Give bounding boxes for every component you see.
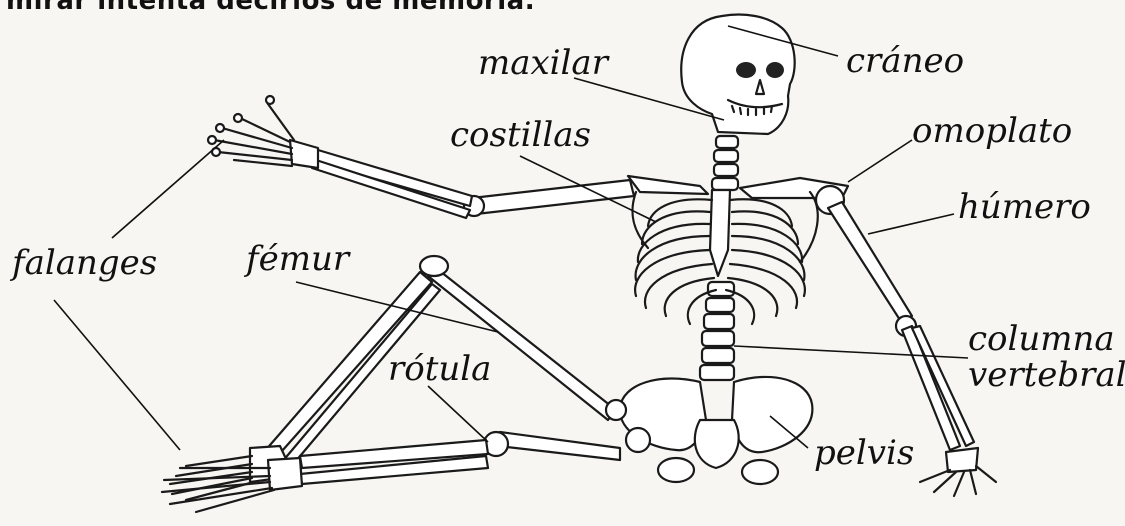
label-omoplato: omoplato: [912, 114, 1072, 148]
label-pelvis: pelvis: [814, 436, 914, 470]
label-costillas: costillas: [450, 118, 591, 152]
label-columna-line1: columna: [968, 322, 1125, 358]
label-maxilar: maxilar: [478, 46, 608, 80]
label-columna-vertebral: columna vertebral: [968, 322, 1125, 393]
pelvis-bones: [620, 377, 812, 484]
extended-leg: [162, 432, 620, 512]
skull: [681, 15, 794, 135]
label-rotula: rótula: [388, 352, 491, 386]
leader-lines: [54, 26, 968, 450]
label-femur: fémur: [246, 242, 349, 276]
label-craneo: cráneo: [846, 44, 964, 78]
label-falanges: falanges: [12, 246, 157, 280]
label-columna-line2: vertebral: [968, 358, 1125, 394]
label-humero: húmero: [958, 190, 1091, 224]
